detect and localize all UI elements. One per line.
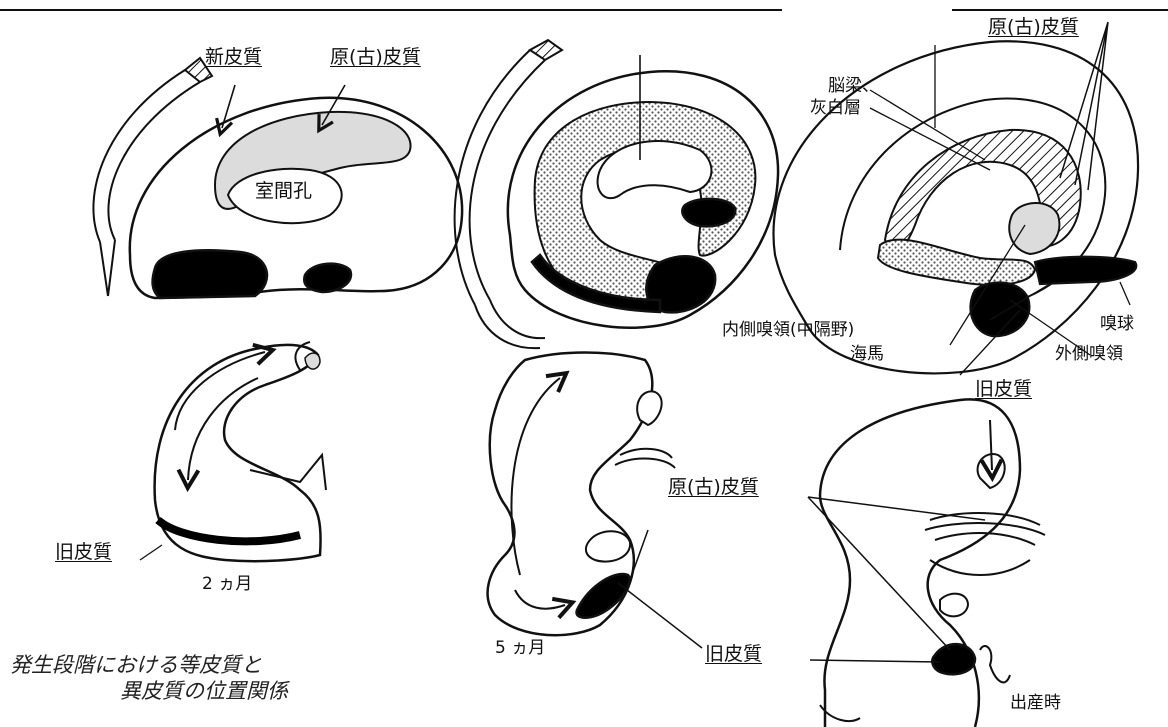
figure-caption: 発生段階における等皮質と 異皮質の位置関係: [10, 652, 288, 705]
label-corpus-callosum: 脳梁、: [828, 76, 879, 96]
label-medial-olfactory-area: 内側嗅領(中隔野): [722, 320, 855, 340]
label-hippocampus: 海馬: [850, 344, 884, 364]
caption-line-1: 発生段階における等皮質と: [10, 653, 262, 677]
caption-line-2: 異皮質の位置関係: [120, 679, 288, 704]
label-interventricular-foramen: 室間孔: [255, 180, 313, 202]
label-indusium-griseum: 灰白層: [810, 98, 861, 118]
label-stage-2-months: 2 ヵ月: [202, 574, 253, 594]
label-olfactory-bulb: 嗅球: [1100, 314, 1134, 334]
panel-5-section-5months: [486, 351, 703, 649]
label-lateral-olfactory-area: 外側嗅領: [1055, 344, 1123, 364]
label-archicortex-p5: 原(古)皮質: [668, 476, 759, 498]
panel-1-hemisphere: [92, 56, 464, 300]
label-paleocortex-p3: 旧皮質: [975, 378, 1033, 400]
label-stage-birth: 出産時: [1010, 693, 1061, 713]
label-stage-5-months: 5 ヵ月: [495, 638, 546, 658]
panel-3-hemisphere: [772, 21, 1140, 376]
label-paleocortex-p4: 旧皮質: [55, 541, 113, 563]
panel-6-section-birth: [807, 398, 1046, 727]
paleocortex-leader-2m: [139, 544, 163, 561]
label-archicortex-p1: 原(古)皮質: [330, 46, 421, 68]
label-archicortex-p3: 原(古)皮質: [988, 16, 1079, 38]
panel-2-hemisphere: [453, 38, 780, 350]
panel-4-section-2months: [153, 341, 327, 563]
label-paleocortex-p5: 旧皮質: [705, 643, 763, 665]
label-neocortex-p1: 新皮質: [205, 46, 263, 68]
